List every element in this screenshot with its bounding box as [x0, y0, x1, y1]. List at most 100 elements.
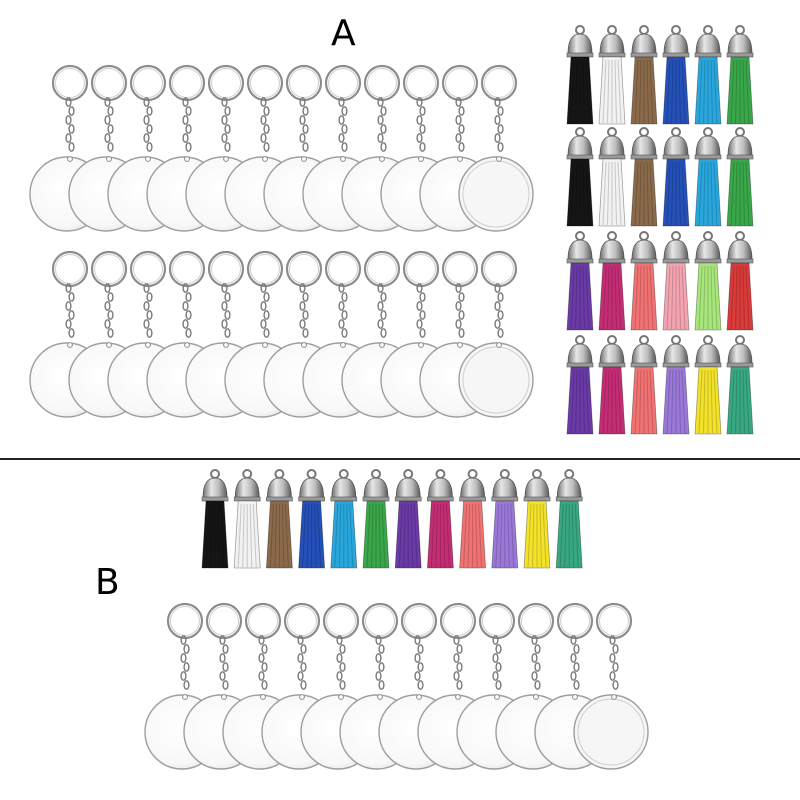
- tassel-cap-icon: [663, 343, 689, 365]
- tassel-fringe-icon: [630, 262, 658, 331]
- split-ring-icon: [246, 64, 284, 102]
- tassel-fringe-icon: [598, 158, 626, 227]
- tassel-fringe-icon: [265, 500, 293, 569]
- split-ring-icon: [168, 64, 206, 102]
- tassel-fringe-icon: [694, 262, 722, 331]
- tassel-cap-icon: [331, 477, 357, 499]
- split-ring-icon: [51, 250, 89, 288]
- split-ring-icon: [441, 64, 479, 102]
- tassel-b8: [459, 469, 487, 569]
- tassel-cap-icon: [727, 239, 753, 261]
- tassel-fringe-icon: [630, 366, 658, 435]
- split-ring-icon: [90, 250, 128, 288]
- tassel-fringe-icon: [726, 56, 754, 125]
- tassel-fringe-icon: [694, 56, 722, 125]
- tassel-b1: [233, 469, 261, 569]
- tassel-fringe-icon: [330, 500, 358, 569]
- split-ring-icon: [207, 250, 245, 288]
- tassel-cap-icon: [727, 343, 753, 365]
- split-ring-icon: [244, 602, 282, 640]
- tassel-cap-icon: [695, 343, 721, 365]
- tassel-a18: [566, 335, 594, 435]
- tassel-fringe-icon: [233, 500, 261, 569]
- split-ring-icon: [517, 602, 555, 640]
- tassel-b6: [394, 469, 422, 569]
- split-ring-icon: [402, 250, 440, 288]
- tassel-cap-icon: [631, 239, 657, 261]
- tassel-b11: [555, 469, 583, 569]
- tassel-cap-icon: [631, 135, 657, 157]
- tassel-fringe-icon: [726, 158, 754, 227]
- tassel-fringe-icon: [566, 158, 594, 227]
- tassel-cap-icon: [234, 477, 260, 499]
- split-ring-icon: [129, 250, 167, 288]
- split-ring-icon: [595, 602, 633, 640]
- split-ring-icon: [400, 602, 438, 640]
- tassel-a23: [726, 335, 754, 435]
- tassel-a0: [566, 25, 594, 125]
- tassel-a17: [726, 231, 754, 331]
- tassel-b7: [426, 469, 454, 569]
- tassel-a8: [630, 127, 658, 227]
- tassel-fringe-icon: [459, 500, 487, 569]
- tassel-cap-icon: [567, 135, 593, 157]
- tassel-a2: [630, 25, 658, 125]
- tassel-fringe-icon: [726, 262, 754, 331]
- tassel-fringe-icon: [362, 500, 390, 569]
- tassel-a19: [598, 335, 626, 435]
- tassel-fringe-icon: [630, 158, 658, 227]
- split-ring-icon: [285, 64, 323, 102]
- tassel-a21: [662, 335, 690, 435]
- tassel-cap-icon: [395, 477, 421, 499]
- tassel-fringe-icon: [394, 500, 422, 569]
- tassel-cap-icon: [663, 239, 689, 261]
- tassel-cap-icon: [460, 477, 486, 499]
- keychain-a11: [458, 64, 534, 232]
- split-ring-icon: [439, 602, 477, 640]
- tassel-cap-icon: [567, 343, 593, 365]
- tassel-a14: [630, 231, 658, 331]
- tassel-fringe-icon: [566, 366, 594, 435]
- tassel-b3: [298, 469, 326, 569]
- tassel-a20: [630, 335, 658, 435]
- tassel-fringe-icon: [598, 262, 626, 331]
- tassel-fringe-icon: [566, 262, 594, 331]
- split-ring-icon: [168, 250, 206, 288]
- tassel-a10: [694, 127, 722, 227]
- acrylic-disc-icon: [458, 156, 534, 232]
- tassel-cap-icon: [556, 477, 582, 499]
- keychain-b11: [573, 602, 649, 770]
- tassel-fringe-icon: [630, 56, 658, 125]
- tassel-cap-icon: [266, 477, 292, 499]
- tassel-cap-icon: [202, 477, 228, 499]
- split-ring-icon: [129, 64, 167, 102]
- tassel-a15: [662, 231, 690, 331]
- tassel-cap-icon: [663, 135, 689, 157]
- tassel-fringe-icon: [662, 158, 690, 227]
- split-ring-icon: [322, 602, 360, 640]
- tassel-fringe-icon: [726, 366, 754, 435]
- split-ring-icon: [246, 250, 284, 288]
- split-ring-icon: [207, 64, 245, 102]
- tassel-b0: [201, 469, 229, 569]
- tassel-cap-icon: [695, 33, 721, 55]
- tassel-b5: [362, 469, 390, 569]
- tassel-a7: [598, 127, 626, 227]
- split-ring-icon: [324, 64, 362, 102]
- tassel-fringe-icon: [201, 500, 229, 569]
- tassel-fringe-icon: [662, 262, 690, 331]
- tassel-b10: [523, 469, 551, 569]
- tassel-fringe-icon: [598, 366, 626, 435]
- tassel-fringe-icon: [491, 500, 519, 569]
- tassel-b4: [330, 469, 358, 569]
- tassel-cap-icon: [695, 239, 721, 261]
- tassel-cap-icon: [695, 135, 721, 157]
- split-ring-icon: [480, 64, 518, 102]
- acrylic-disc-icon: [573, 694, 649, 770]
- split-ring-icon: [361, 602, 399, 640]
- split-ring-icon: [556, 602, 594, 640]
- split-ring-icon: [402, 64, 440, 102]
- acrylic-disc-icon: [458, 342, 534, 418]
- tassel-cap-icon: [492, 477, 518, 499]
